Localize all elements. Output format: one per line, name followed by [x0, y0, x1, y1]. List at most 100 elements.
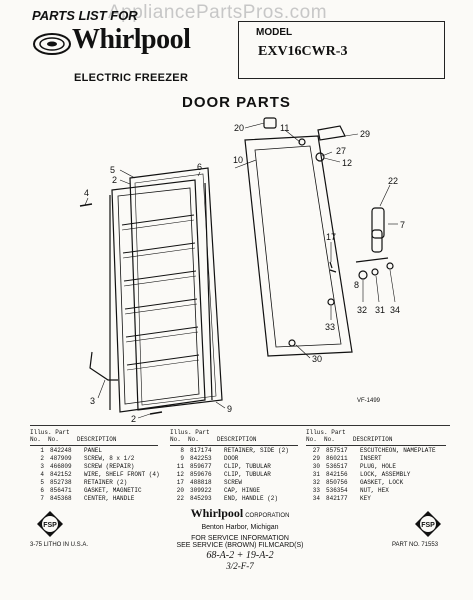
illus-no: 8 — [180, 447, 184, 454]
illus-no: 12 — [176, 471, 184, 478]
brand-name: Whirlpool — [72, 24, 191, 55]
illus-no: 7 — [40, 495, 44, 502]
callout-34: 34 — [390, 305, 400, 315]
callout-32: 32 — [357, 305, 367, 315]
hdr-illus: Illus. — [30, 429, 52, 436]
hdr-part: Part — [55, 429, 70, 436]
product-type: ELECTRIC FREEZER — [74, 72, 189, 84]
callout-20: 20 — [234, 123, 244, 133]
part-description: RETAINER, SIDE (2) — [224, 447, 289, 454]
illus-no: 17 — [176, 479, 184, 486]
part-description: WIRE, SHELF FRONT (4) — [84, 471, 160, 478]
part-no: 856471 — [50, 487, 72, 494]
illus-no: 29 — [312, 455, 320, 462]
parts-row: 32 850756 GASKET, LOCK — [306, 479, 436, 487]
door-gasket — [129, 167, 223, 411]
part-description: CLIP, TUBULAR — [224, 471, 271, 478]
retainer-wire — [89, 351, 118, 381]
parts-row: 5 852738 RETAINER (2) — [30, 479, 160, 487]
model-label: MODEL — [256, 27, 293, 38]
part-description: SCREW (REPAIR) — [84, 463, 135, 470]
part-description: KEY — [360, 495, 371, 502]
callout-11: 11 — [280, 123, 289, 133]
illus-no: 5 — [40, 479, 44, 486]
part-description: RETAINER (2) — [84, 479, 128, 486]
part-description: PANEL — [84, 447, 103, 454]
handle-parts — [355, 207, 394, 280]
leader-lines — [84, 122, 398, 419]
part-no: 850756 — [326, 479, 348, 486]
part-description: CLIP, TUBULAR — [224, 463, 271, 470]
parts-list-label: PARTS LIST FOR — [32, 8, 138, 23]
callout-22: 22 — [388, 176, 398, 186]
part-description: DOOR — [224, 455, 239, 462]
part-no: 536354 — [326, 487, 348, 494]
part-no: 852738 — [50, 479, 72, 486]
illus-no: 27 — [312, 447, 320, 454]
part-no: 845368 — [50, 495, 72, 502]
part-number: PART NO. 71553 — [392, 542, 439, 548]
hdr-desc-3: DESCRIPTION — [352, 436, 393, 443]
illus-no: 1 — [40, 447, 44, 454]
illus-no: 33 — [312, 487, 320, 494]
callout-6: 6 — [197, 162, 202, 172]
callout-33: 33 — [325, 322, 335, 332]
part-description: GASKET, LOCK — [360, 479, 404, 486]
callout-29: 29 — [360, 129, 370, 139]
callout-12: 12 — [342, 158, 352, 168]
hdr-part-3: Part — [331, 429, 346, 436]
drawing-code: VF-1499 — [357, 398, 381, 404]
illus-no: 3 — [40, 463, 44, 470]
hdr-no1-2: No. — [170, 436, 181, 443]
hdr-desc: DESCRIPTION — [76, 436, 117, 443]
callout-31: 31 — [375, 305, 385, 315]
callout-3: 3 — [90, 396, 95, 406]
door-inner-panel — [109, 179, 213, 413]
model-number: EXV16CWR-3 — [258, 44, 348, 59]
fsp-label-right: FSP — [421, 522, 435, 529]
part-no: 487909 — [50, 455, 72, 462]
hdr-illus-2: Illus. — [170, 429, 192, 436]
hdr-no2-2: No. — [188, 436, 199, 443]
part-no: 817174 — [190, 447, 212, 454]
door-outer-frame — [244, 135, 353, 357]
part-description: INSERT — [360, 455, 382, 462]
part-no: 842253 — [190, 455, 212, 462]
illus-no: 11 — [176, 463, 184, 470]
illus-no: 34 — [312, 495, 320, 502]
hdr-no1-3: No. — [306, 436, 317, 443]
callout-2-bottom: 2 — [131, 414, 136, 424]
part-no: 859677 — [190, 463, 212, 470]
part-no: 309922 — [190, 487, 212, 494]
print-code: 3-75 LITHO IN U.S.A. — [30, 542, 89, 548]
callout-27: 27 — [336, 146, 346, 156]
callout-4: 4 — [84, 188, 89, 198]
part-description: LOCK, ASSEMBLY — [360, 471, 411, 478]
illus-no: 32 — [312, 479, 320, 486]
illus-no: 31 — [312, 471, 320, 478]
hdr-no1: No. — [30, 436, 41, 443]
part-description: ESCUTCHEON, NAMEPLATE — [360, 447, 436, 454]
callout-2-top: 2 — [112, 175, 117, 185]
callout-30: 30 — [312, 354, 322, 364]
service-line-1: FOR SERVICE INFORMATION — [191, 535, 289, 542]
corporate-block: Whirlpool CORPORATION Benton Harbor, Mic… — [150, 506, 330, 571]
hdr-desc-2: DESCRIPTION — [216, 436, 257, 443]
part-description: PLUG, HOLE — [360, 463, 397, 470]
part-no: 842152 — [50, 471, 72, 478]
part-no: 536517 — [326, 463, 348, 470]
